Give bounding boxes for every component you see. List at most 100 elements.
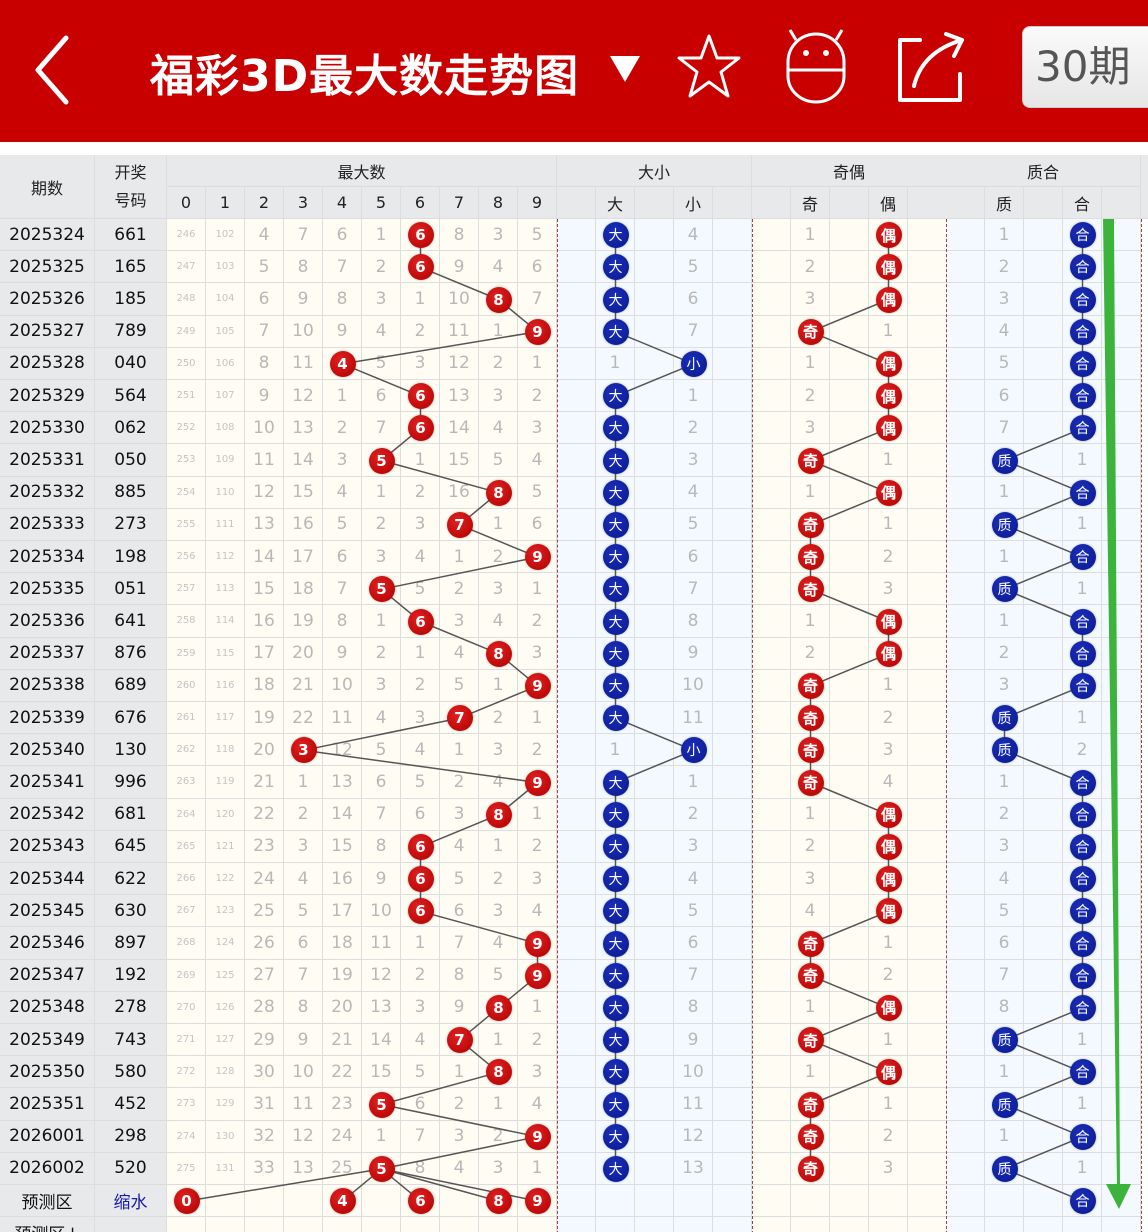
parity-cell-4 <box>908 830 947 863</box>
miss-cell-digit-7: 4 <box>440 830 479 863</box>
size-cell-2 <box>635 380 674 413</box>
predict2-cell[interactable] <box>752 1217 791 1232</box>
size-cell-3: 9 <box>674 637 713 670</box>
predict-cell[interactable] <box>557 1185 596 1218</box>
dropdown-triangle-icon[interactable] <box>608 54 642 84</box>
parity-ball: 偶 <box>875 415 902 442</box>
miss-cell-digit-7: 10 <box>440 283 479 316</box>
predict-cell[interactable] <box>985 1185 1024 1218</box>
prime-cell-1: 4 <box>985 863 1024 896</box>
miss-cell-digit-5: 4 <box>362 702 401 735</box>
predict-cell[interactable] <box>791 1185 830 1218</box>
parity-cell-4 <box>908 347 947 380</box>
predict-cell[interactable] <box>1024 1185 1063 1218</box>
predict-prime-ball[interactable]: 合 <box>1069 1188 1096 1215</box>
prime-cell-4 <box>1102 702 1141 735</box>
back-arrow-icon[interactable] <box>30 34 76 106</box>
miss-cell-digit-5: 10 <box>362 895 401 928</box>
predict2-cell[interactable] <box>323 1217 362 1232</box>
predict-ball[interactable]: 4 <box>329 1188 356 1215</box>
draw-number-cell: 689 <box>95 669 167 702</box>
predict2-cell[interactable] <box>869 1217 908 1232</box>
predict-ball[interactable]: 0 <box>173 1188 200 1215</box>
prime-cell-2 <box>1024 959 1063 992</box>
prime-cell-0 <box>946 798 985 831</box>
miss-cell-digit-1: 126 <box>206 991 245 1024</box>
miss-cell-digit-7: 2 <box>440 766 479 799</box>
predict-cell[interactable] <box>830 1185 869 1218</box>
predict2-cell[interactable] <box>1063 1217 1102 1232</box>
prime-cell-0 <box>946 605 985 638</box>
period-cell: 2026002 <box>0 1152 95 1185</box>
share-icon[interactable] <box>892 30 968 106</box>
predict2-cell[interactable] <box>635 1217 674 1232</box>
predict-cell[interactable] <box>869 1185 908 1218</box>
prime-cell-4 <box>1102 959 1141 992</box>
parity-ball: 奇 <box>797 1123 824 1150</box>
star-icon[interactable] <box>676 30 742 102</box>
predict-cell[interactable] <box>908 1185 947 1218</box>
period-cell: 2025347 <box>0 959 95 992</box>
prime-cell-2 <box>1024 927 1063 960</box>
predict2-cell[interactable] <box>1102 1217 1141 1232</box>
header-size-col-3: 小 <box>674 187 713 219</box>
period-select-button[interactable]: 30期 <box>1022 26 1148 108</box>
predict2-cell[interactable] <box>362 1217 401 1232</box>
parity-cell-0 <box>752 1152 791 1185</box>
page-title[interactable]: 福彩3D最大数走势图 <box>150 51 580 102</box>
predict2-cell[interactable] <box>206 1217 245 1232</box>
prime-cell-4 <box>1102 1152 1141 1185</box>
predict-cell[interactable] <box>752 1185 791 1218</box>
size-ball: 大 <box>602 222 629 249</box>
predict2-cell[interactable] <box>713 1217 752 1232</box>
predict-cell-digit-7[interactable] <box>440 1185 479 1218</box>
size-cell-3: 10 <box>674 1056 713 1089</box>
predict2-cell[interactable] <box>596 1217 635 1232</box>
predict-ball[interactable]: 6 <box>407 1188 434 1215</box>
predict-cell-digit-2[interactable] <box>245 1185 284 1218</box>
predict-cell[interactable] <box>713 1185 752 1218</box>
parity-cell-2 <box>830 573 869 606</box>
predict2-cell[interactable] <box>674 1217 713 1232</box>
predict2-cell[interactable] <box>946 1217 985 1232</box>
predict2-cell[interactable] <box>479 1217 518 1232</box>
predict2-cell[interactable] <box>985 1217 1024 1232</box>
predict-cell[interactable] <box>946 1185 985 1218</box>
predict-ball[interactable]: 9 <box>524 1188 551 1215</box>
predict2-cell[interactable] <box>557 1217 596 1232</box>
predict-cell[interactable] <box>674 1185 713 1218</box>
predict-cell[interactable] <box>635 1185 674 1218</box>
predict-cell-digit-5[interactable] <box>362 1185 401 1218</box>
prime-cell-0 <box>946 734 985 767</box>
predict-ball[interactable]: 8 <box>485 1188 512 1215</box>
header-prime-col-4 <box>1102 187 1141 219</box>
miss-cell-digit-4: 24 <box>323 1120 362 1153</box>
predict2-cell[interactable] <box>284 1217 323 1232</box>
period-cell: 2025328 <box>0 347 95 380</box>
predict2-cell[interactable] <box>401 1217 440 1232</box>
predict2-cell[interactable] <box>908 1217 947 1232</box>
predict-cell-digit-3[interactable] <box>284 1185 323 1218</box>
android-robot-icon[interactable] <box>782 26 850 104</box>
predict2-cell[interactable] <box>440 1217 479 1232</box>
size-cell-0 <box>557 380 596 413</box>
max-ball: 8 <box>485 286 512 313</box>
predict2-cell[interactable] <box>1024 1217 1063 1232</box>
prime-ball: 质 <box>991 447 1018 474</box>
predict-cell-digit-1[interactable] <box>206 1185 245 1218</box>
header-draw-number: 开奖号码 <box>95 155 167 219</box>
predict2-cell[interactable] <box>245 1217 284 1232</box>
predict-cell[interactable] <box>596 1185 635 1218</box>
shrink-link[interactable]: 缩水 <box>95 1185 167 1218</box>
predict2-cell[interactable] <box>167 1217 206 1232</box>
size-cell-4 <box>713 444 752 477</box>
miss-cell-digit-3: 13 <box>284 412 323 445</box>
size-cell-2 <box>635 1088 674 1121</box>
green-down-arrow-icon <box>1103 219 1131 1209</box>
predict2-cell[interactable] <box>830 1217 869 1232</box>
draw-number-cell: 452 <box>95 1088 167 1121</box>
miss-cell-digit-8: 3 <box>479 219 518 252</box>
predict2-cell[interactable] <box>791 1217 830 1232</box>
predict2-cell[interactable] <box>518 1217 557 1232</box>
section-divider <box>752 219 753 1232</box>
